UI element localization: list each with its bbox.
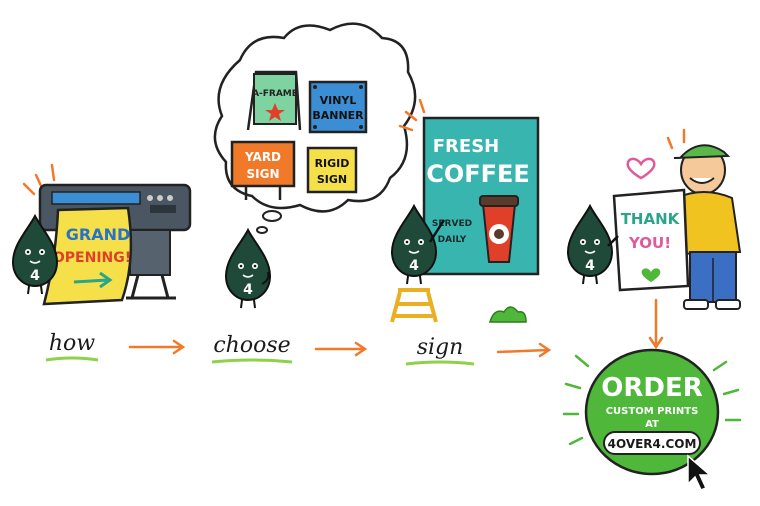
poster-line-4: DAILY — [438, 235, 467, 245]
cta-title: ORDER — [601, 373, 703, 403]
mascot-waving: 4 — [567, 205, 619, 285]
mascot-number: 4 — [243, 282, 253, 298]
step-how: how — [45, 331, 99, 362]
mascot-number: 4 — [409, 258, 419, 274]
thank-you-sign: THANK YOU! — [612, 188, 690, 292]
cta-line-2: AT — [645, 419, 659, 430]
mascot-printer: 4 — [12, 215, 58, 295]
sign-vinyl-line-1: VINYL — [320, 94, 357, 107]
mascot-number: 4 — [30, 268, 40, 284]
flow-arrow — [496, 342, 552, 358]
flow-arrow — [314, 341, 368, 357]
ladder — [390, 288, 438, 323]
cta-line-1: CUSTOM PRINTS — [606, 406, 699, 417]
coffee-cup-icon — [479, 195, 519, 263]
step-label: choose — [213, 333, 290, 358]
step-label: how — [49, 331, 95, 356]
step-sign: sign — [405, 335, 475, 366]
printer-scene: GRAND OPENING! 4 — [12, 163, 192, 306]
cta-site-link[interactable]: 4OVER4.COM — [608, 437, 697, 451]
banner-line-1: GRAND — [66, 225, 131, 244]
poster-line-1: FRESH — [433, 136, 499, 157]
mascot-number: 4 — [585, 258, 595, 274]
sign-rigid-line-2: SIGN — [317, 173, 347, 186]
heart-icon — [626, 157, 656, 180]
cta-burst — [562, 354, 742, 446]
sign-a-frame-label: A-FRAME — [252, 89, 298, 99]
thanks-line-1: THANK — [621, 210, 681, 228]
grand-opening-banner: GRAND OPENING! — [42, 206, 133, 306]
mascot-hanging: 4 — [391, 205, 446, 285]
sign-rigid-line-1: RIGID — [315, 157, 350, 170]
flow-arrow — [128, 339, 186, 355]
site-pill — [603, 431, 701, 455]
coffee-poster: FRESH COFFEE SERVED DAILY — [422, 116, 540, 276]
thanks-line-2: YOU! — [628, 234, 671, 252]
burst-lines — [666, 128, 686, 150]
poster-line-2: COFFEE — [426, 160, 530, 188]
sign-vinyl-line-2: BANNER — [312, 109, 364, 122]
cursor-icon — [687, 454, 713, 491]
sign-rigid: RIGID SIGN — [306, 146, 358, 194]
sign-yard: YARD SIGN — [230, 140, 296, 200]
step-choose: choose — [211, 333, 293, 364]
mascot-thinking: 4 — [225, 229, 271, 309]
banner-line-2: OPENING! — [53, 250, 131, 266]
step-label: sign — [417, 335, 464, 360]
flow-arrow-down — [648, 298, 664, 350]
burst-lines — [398, 98, 426, 132]
sign-yard-line-2: SIGN — [247, 167, 280, 181]
sign-yard-line-1: YARD — [244, 150, 281, 164]
order-cta-button[interactable]: ORDER CUSTOM PRINTS AT 4OVER4.COM — [584, 348, 720, 476]
poster-line-3: SERVED — [432, 219, 472, 229]
sign-vinyl-banner: VINYL BANNER — [308, 80, 368, 134]
star-icon — [265, 103, 285, 121]
person — [673, 144, 742, 310]
bush — [489, 306, 527, 323]
sign-a-frame: A-FRAME — [246, 70, 302, 131]
